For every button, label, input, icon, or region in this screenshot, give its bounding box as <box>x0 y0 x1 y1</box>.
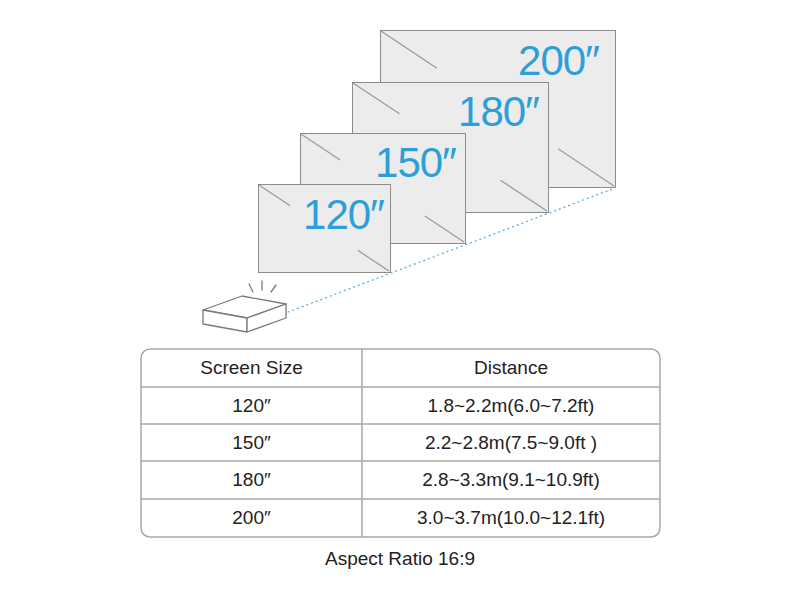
screen-size-label: 200″ <box>518 40 599 82</box>
table-cell: 120″ <box>141 388 362 424</box>
table-cell: 150″ <box>141 425 362 461</box>
table-cell: 2.8~3.3m(9.1~10.9ft) <box>362 462 660 499</box>
light-rays <box>249 281 276 292</box>
table-cell: 200″ <box>141 500 362 537</box>
table-cell: 2.2~2.8m(7.5~9.0ft ) <box>362 425 660 461</box>
table-cell: 1.8~2.2m(6.0~7.2ft) <box>362 388 660 424</box>
diagonal-line <box>301 134 340 160</box>
screen-size-label: 120″ <box>303 194 384 236</box>
table-header: Screen Size <box>141 350 362 387</box>
table-cell: 3.0~3.7m(10.0~12.1ft) <box>362 500 660 537</box>
diagonal-line <box>381 31 437 68</box>
diagonal-line <box>358 250 389 271</box>
diagonal-line <box>558 149 614 186</box>
diagonal-line <box>500 180 547 211</box>
diagonal-line <box>425 216 464 242</box>
screen-size-label: 180″ <box>458 91 539 133</box>
screen-size-label: 150″ <box>375 142 456 184</box>
projection-screen: 120″ <box>258 184 391 273</box>
diagonal-line <box>259 185 290 206</box>
projector-symbol <box>203 296 286 332</box>
caption: Aspect Ratio 16:9 <box>0 548 800 571</box>
table-header: Distance <box>362 350 660 387</box>
table-grid <box>141 349 660 537</box>
table-cell: 180″ <box>141 462 362 499</box>
diagonal-line <box>353 83 400 114</box>
